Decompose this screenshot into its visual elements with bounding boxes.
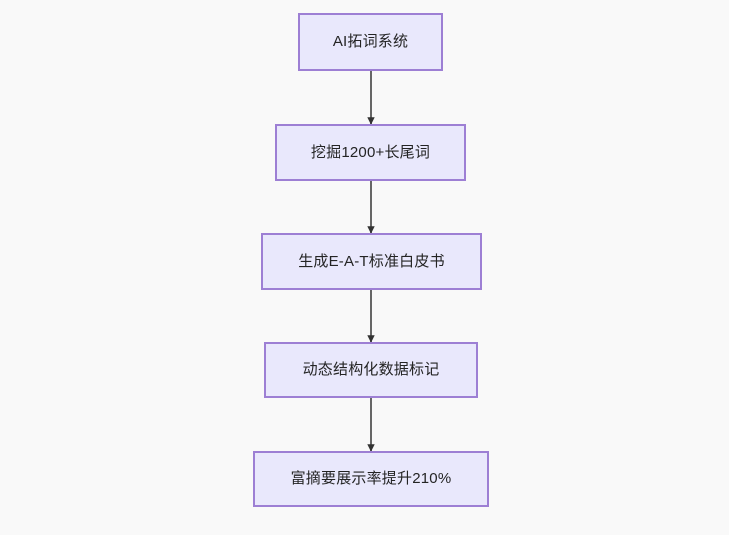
flow-node-generate-eat-whitepaper[interactable]: 生成E-A-T标准白皮书 — [261, 233, 482, 290]
flow-node-dynamic-structured-data-markup[interactable]: 动态结构化数据标记 — [264, 342, 478, 398]
flow-node-label: AI拓词系统 — [332, 33, 409, 50]
flow-node-label: 富摘要展示率提升210% — [290, 470, 452, 487]
flow-node-label: 挖掘1200+长尾词 — [310, 143, 431, 161]
flow-node-mine-longtail-keywords[interactable]: 挖掘1200+长尾词 — [275, 124, 466, 181]
flow-node-label: 动态结构化数据标记 — [302, 361, 440, 378]
flow-node-rich-snippet-impression-lift[interactable]: 富摘要展示率提升210% — [253, 451, 489, 507]
flow-node-ai-keyword-system[interactable]: AI拓词系统 — [298, 13, 443, 71]
flow-node-label: 生成E-A-T标准白皮书 — [298, 252, 445, 270]
